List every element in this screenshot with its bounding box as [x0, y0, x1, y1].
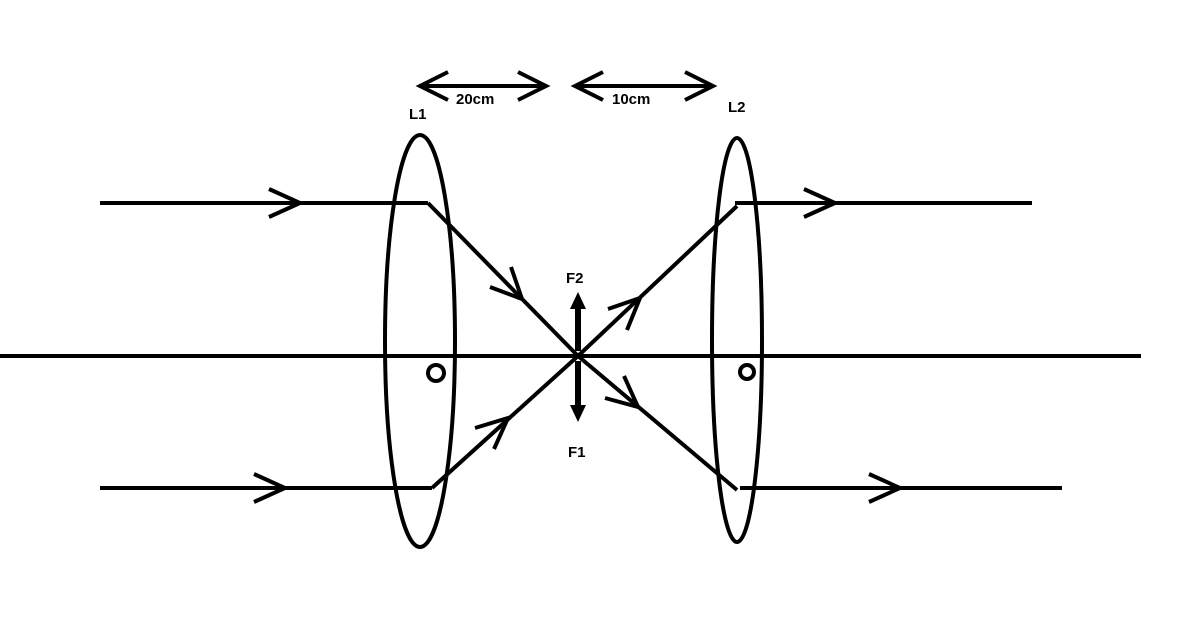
ray-l1-top-to-focus-arrowhead [489, 266, 526, 303]
ray-top-incoming-arrowhead [268, 187, 305, 219]
focal-down-arrow-head [570, 405, 586, 422]
ray-focus-to-l2-top [576, 204, 739, 358]
ray-focus-to-l2-bottom-arrowhead [604, 375, 642, 411]
focal-point-markers [570, 292, 586, 422]
distance-right-arrowhead-left [570, 70, 604, 102]
diverging-rays [576, 204, 739, 492]
lens-l1-body [383, 133, 457, 549]
focal-lower-label: F1 [568, 444, 586, 461]
lens-l2-optical-center-mark [738, 363, 756, 381]
focal-up-arrow-head [570, 292, 586, 309]
lens-l1 [383, 133, 457, 549]
ray-l1-bottom-to-focus-arrowhead [474, 414, 512, 450]
distance-right-label: 10cm [612, 91, 650, 108]
ray-l1-top-to-focus [426, 201, 580, 358]
outgoing-rays [735, 187, 1062, 504]
lens-l2-body [710, 136, 764, 544]
incoming-rays [100, 187, 432, 504]
distance-left-arrowhead-right [517, 70, 551, 102]
distance-annotations [415, 70, 718, 102]
distance-left-label: 20cm [456, 91, 494, 108]
ray-bottom-outgoing-arrowhead [868, 472, 905, 504]
lens-l2 [710, 136, 764, 544]
ray-top-outgoing-arrowhead [803, 187, 840, 219]
converging-rays [426, 201, 580, 490]
distance-left-arrowhead-left [415, 70, 449, 102]
ray-bottom-incoming-arrowhead [253, 472, 290, 504]
lens-l2-label: L2 [728, 99, 746, 116]
ray-focus-to-l2-bottom [576, 354, 739, 492]
distance-right-arrowhead-right [684, 70, 718, 102]
lens-l1-label: L1 [409, 106, 427, 123]
ray-focus-to-l2-top-arrowhead [607, 294, 644, 331]
focal-upper-label: F2 [566, 270, 584, 287]
lens-l1-optical-center-mark [426, 363, 446, 383]
